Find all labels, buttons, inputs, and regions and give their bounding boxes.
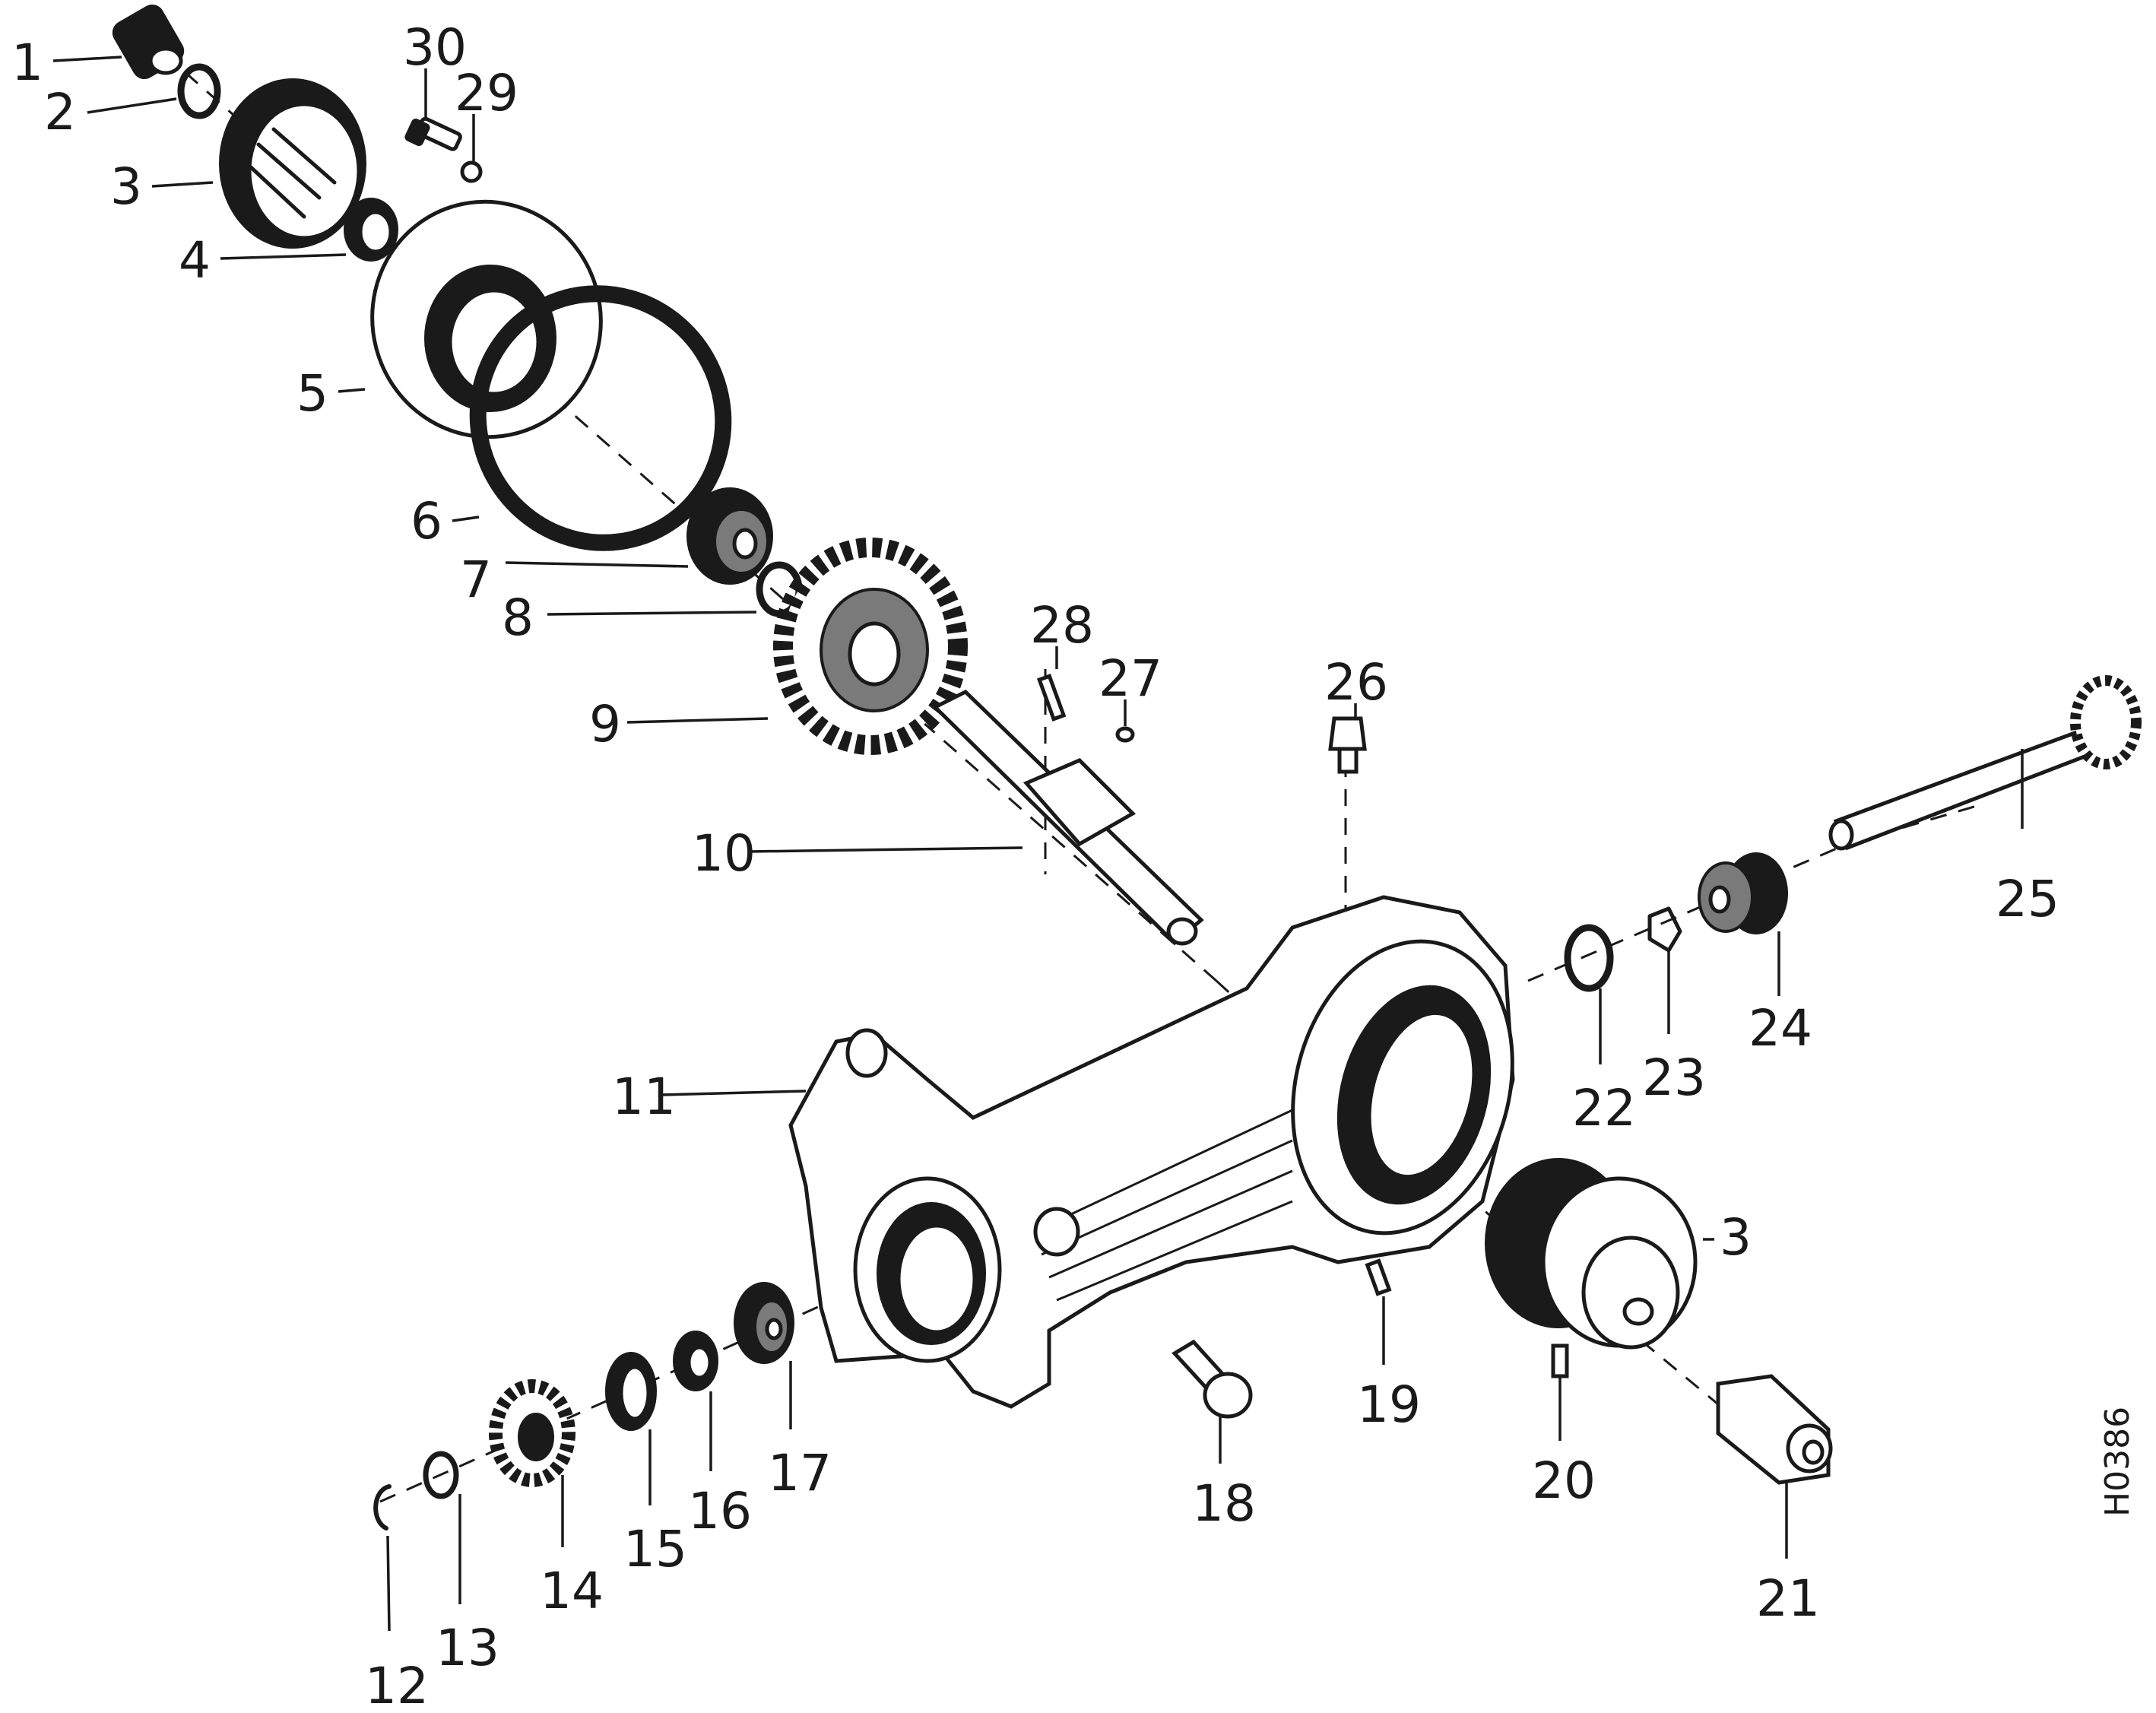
part-2-o-ring [177, 63, 221, 119]
part-26-plug [1328, 716, 1367, 774]
part-6-gasket [469, 285, 732, 551]
part-23-washer [1647, 906, 1682, 953]
part-15-seal [605, 1352, 657, 1431]
label-part-8: 8 [502, 588, 534, 647]
part-25-pinion-shaft [1828, 675, 2142, 851]
part-17-bearing [734, 1282, 794, 1364]
label-part-28: 28 [1030, 596, 1094, 655]
part-11-housing [788, 895, 1515, 1409]
label-part-19: 19 [1357, 1375, 1421, 1434]
label-part-7: 7 [460, 550, 492, 609]
part-21-hex-nut [1716, 1374, 1833, 1485]
label-part-6: 6 [411, 492, 442, 550]
part-1-cap [112, 4, 185, 80]
label-part-3-lower: 3 [1720, 1208, 1752, 1267]
label-part-29: 29 [455, 64, 518, 122]
part-19-grub-screw [1365, 1258, 1392, 1296]
label-part-4: 4 [179, 231, 211, 290]
part-24-bearing [1698, 852, 1788, 934]
label-part-9: 9 [589, 695, 621, 753]
label-part-10: 10 [692, 824, 756, 883]
label-part-5: 5 [296, 364, 328, 423]
label-part-24: 24 [1749, 999, 1812, 1058]
part-20-pin [1551, 1343, 1569, 1378]
label-part-13: 13 [436, 1619, 499, 1677]
part-27-key [1115, 726, 1135, 743]
label-part-15: 15 [623, 1520, 687, 1578]
label-part-25: 25 [1996, 870, 2059, 928]
label-part-22: 22 [1572, 1079, 1636, 1137]
part-7-bearing [686, 487, 773, 585]
callout-labels: 1 2 3 3 4 5 6 7 8 9 10 11 12 13 14 15 16… [11, 18, 2059, 1713]
label-part-18: 18 [1192, 1474, 1256, 1533]
label-part-26: 26 [1324, 653, 1388, 712]
part-30-screw [404, 116, 462, 151]
label-part-3-upper: 3 [110, 157, 142, 216]
part-29-washer [460, 160, 483, 183]
part-14-spur-gear [489, 1379, 575, 1487]
part-4-bushing [344, 198, 398, 262]
part-16-bearing [673, 1331, 718, 1391]
part-10-shaft [931, 689, 1204, 946]
part-9-bevel-gear [773, 538, 968, 755]
label-part-21: 21 [1756, 1569, 1820, 1628]
label-part-2: 2 [44, 83, 76, 141]
leader-lines [52, 56, 2024, 1632]
part-22-o-ring [1564, 924, 1614, 992]
part-28-pin [1036, 674, 1067, 722]
part-12-snap-ring [373, 1484, 392, 1531]
label-part-16: 16 [688, 1482, 752, 1540]
label-part-17: 17 [768, 1444, 832, 1502]
part-3-cover-upper [219, 78, 366, 249]
drawing-reference: H0386 [2098, 1407, 2137, 1517]
label-part-12: 12 [365, 1657, 429, 1713]
label-part-27: 27 [1099, 649, 1162, 708]
label-part-23: 23 [1642, 1048, 1706, 1107]
label-part-30: 30 [403, 18, 467, 77]
label-part-11: 11 [612, 1067, 676, 1126]
label-part-20: 20 [1532, 1451, 1596, 1510]
part-13-ring [423, 1451, 459, 1499]
part-18-bolt [1172, 1339, 1253, 1419]
part-3-cover-lower [1485, 1158, 1698, 1350]
label-part-14: 14 [540, 1562, 604, 1620]
label-part-1: 1 [11, 33, 43, 92]
